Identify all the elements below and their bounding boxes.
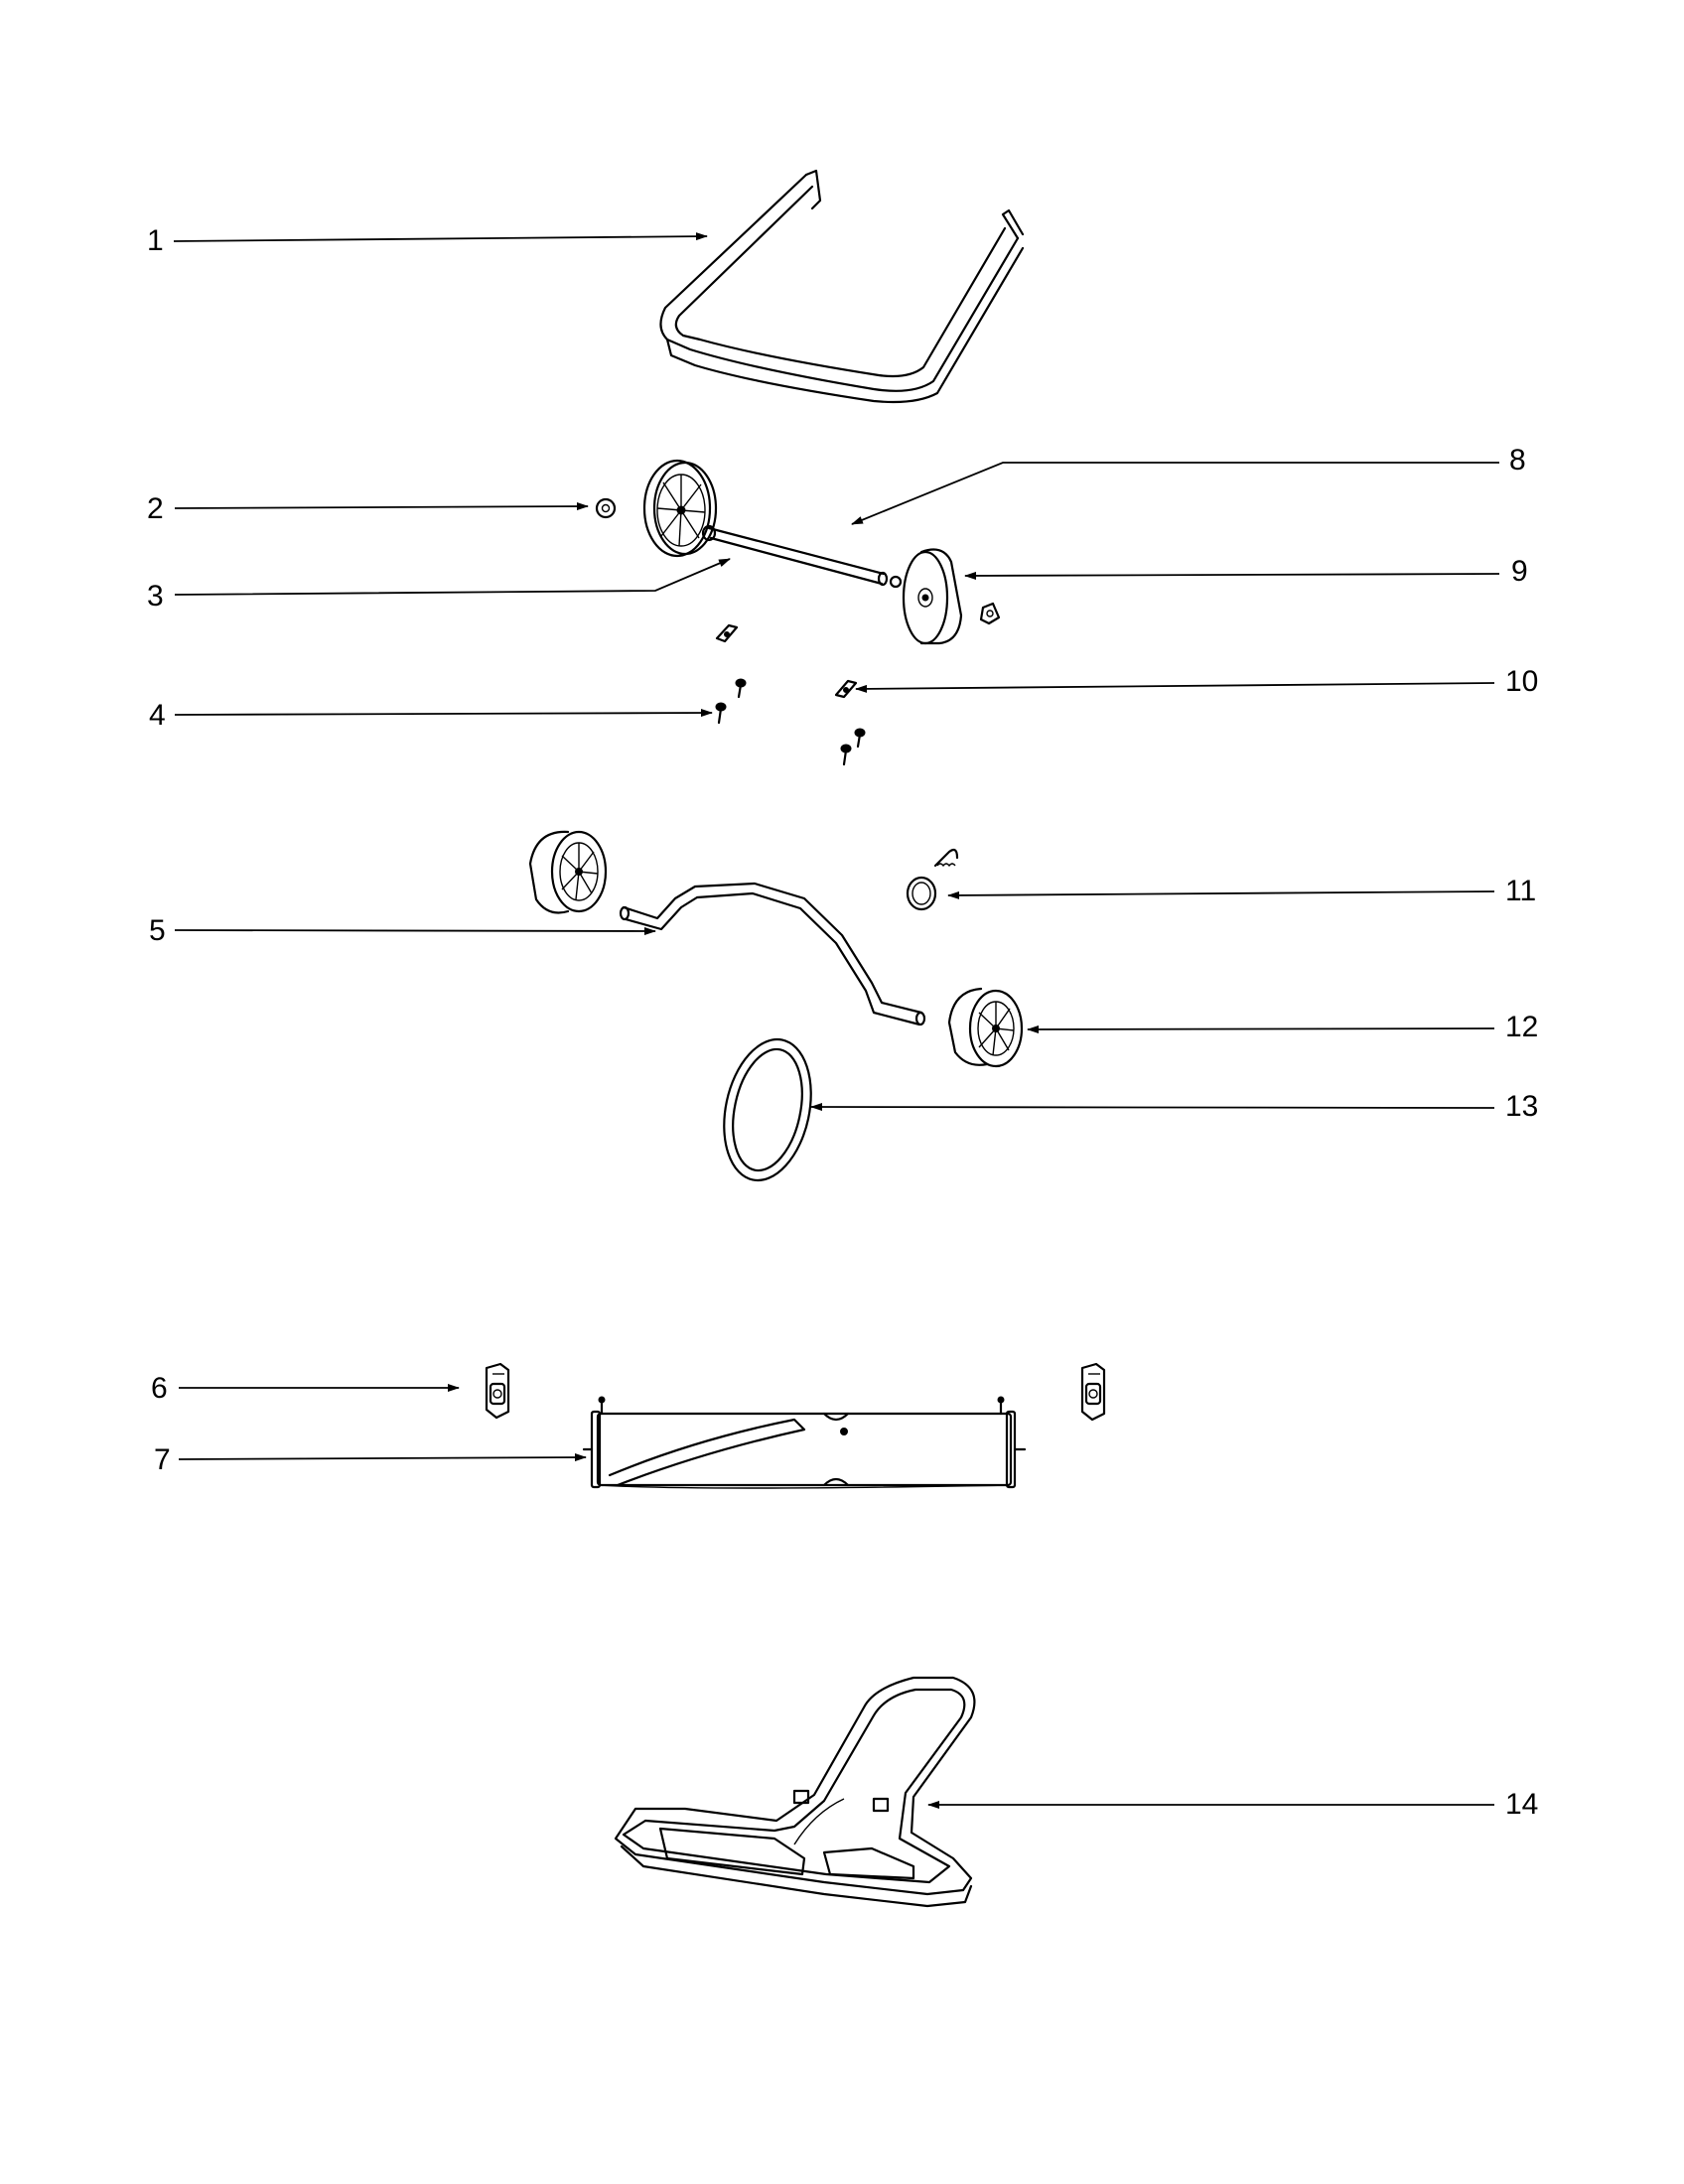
callout-label-3: 3 xyxy=(147,580,164,613)
part-bracket-left xyxy=(715,623,739,643)
callout-label-2: 2 xyxy=(147,492,164,525)
part-6-end-cap-left xyxy=(485,1362,510,1420)
leader-line-12 xyxy=(1027,1024,1495,1033)
screw-3 xyxy=(854,728,866,749)
part-clip-right xyxy=(979,602,1001,625)
part-11-spring xyxy=(906,848,959,911)
part-8-axle xyxy=(701,524,903,589)
leader-line-13 xyxy=(810,1103,1495,1112)
callout-label-8: 8 xyxy=(1509,444,1526,477)
leader-line-1 xyxy=(173,232,708,242)
callout-label-6: 6 xyxy=(151,1372,168,1405)
part-wheel-left-rear xyxy=(528,830,608,914)
part-14-bottom-plate xyxy=(614,1676,976,1908)
callout-label-12: 12 xyxy=(1505,1011,1538,1043)
callout-label-13: 13 xyxy=(1505,1090,1538,1123)
part-7-brush-roll xyxy=(582,1396,1027,1489)
screw-4 xyxy=(840,744,852,766)
leader-line-7 xyxy=(178,1453,587,1462)
callout-label-1: 1 xyxy=(147,224,164,257)
leader-line-8 xyxy=(851,462,1499,525)
part-1-frame xyxy=(659,169,1025,404)
callout-label-10: 10 xyxy=(1505,665,1538,698)
part-2-nut xyxy=(595,497,617,519)
callout-label-9: 9 xyxy=(1511,555,1528,588)
leader-line-10 xyxy=(855,682,1495,693)
screw-2 xyxy=(715,702,727,725)
part-4-screws xyxy=(715,678,866,766)
part-3-wheel xyxy=(642,459,718,558)
callout-label-4: 4 xyxy=(149,699,166,732)
leader-line-5 xyxy=(174,926,656,935)
callout-label-14: 14 xyxy=(1505,1788,1538,1821)
screw-1 xyxy=(735,678,747,699)
callout-label-7: 7 xyxy=(154,1443,171,1476)
leader-line-3 xyxy=(174,558,731,596)
part-9-wheel xyxy=(902,548,963,645)
leader-line-11 xyxy=(947,890,1495,899)
part-6-end-cap-right xyxy=(1080,1362,1106,1422)
leader-line-4 xyxy=(174,709,713,718)
callout-label-5: 5 xyxy=(149,914,166,947)
part-13-belt xyxy=(723,1037,812,1182)
callout-label-11: 11 xyxy=(1505,875,1536,907)
leader-line-9 xyxy=(964,571,1500,580)
part-5-bent-axle xyxy=(619,882,926,1026)
leader-line-2 xyxy=(174,502,589,511)
part-12-wheel xyxy=(947,987,1024,1068)
part-10-bracket xyxy=(834,679,858,699)
